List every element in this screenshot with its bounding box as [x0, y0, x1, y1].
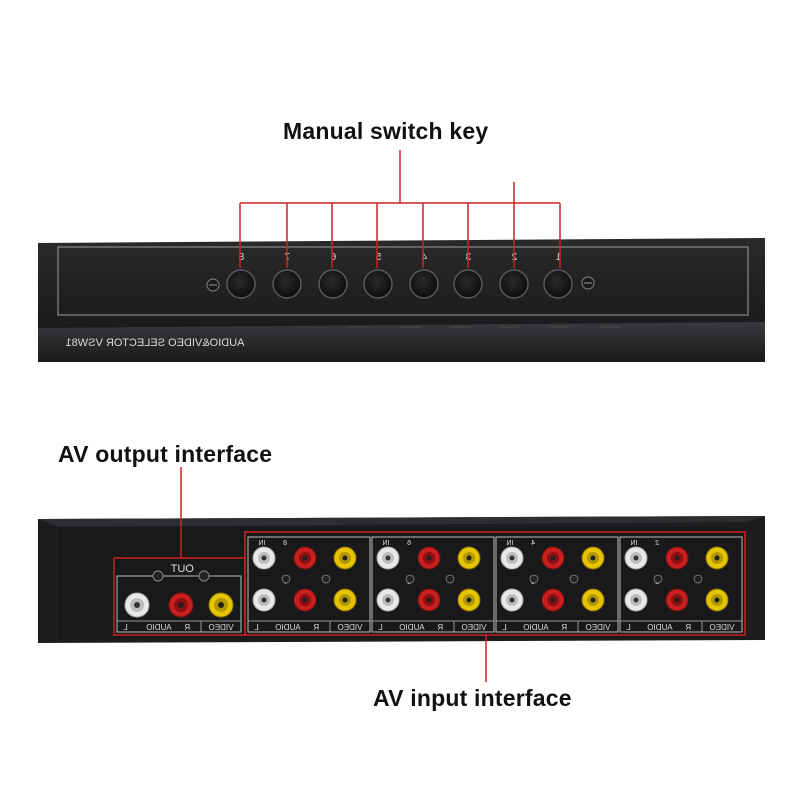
- in-label-group1: IN: [259, 540, 266, 547]
- in-number-2: 2: [655, 540, 659, 547]
- in-jack-red-bottom[interactable]: [293, 588, 317, 612]
- in-label-l: L: [626, 623, 631, 632]
- in-label-video: VIDEO: [338, 623, 363, 632]
- rear-panel-screws: [281, 574, 703, 584]
- in-label-video: VIDEO: [710, 623, 735, 632]
- in-label-r: R: [313, 623, 319, 632]
- out-label-l: L: [123, 623, 128, 632]
- out-jack-audio-l-white[interactable]: [124, 592, 150, 618]
- out-label-r: R: [184, 623, 190, 632]
- in-label-l: L: [378, 623, 383, 632]
- in-label-l: L: [502, 623, 507, 632]
- in-label-video: VIDEO: [586, 623, 611, 632]
- front-screw-left: [206, 278, 220, 292]
- in-jack-white-top[interactable]: [376, 546, 400, 570]
- button-number-1: 1: [555, 252, 561, 263]
- in-label-group2: IN: [383, 540, 390, 547]
- av-output-group: OUT L AUDIO R VIDEO: [116, 563, 242, 633]
- in-jack-yellow-top[interactable]: [457, 546, 481, 570]
- in-jack-yellow-bottom[interactable]: [333, 588, 357, 612]
- switch-button-5[interactable]: [363, 269, 393, 299]
- out-label: OUT: [170, 563, 194, 575]
- in-label-audio: AUDIO: [647, 623, 672, 632]
- in-jack-white-bottom[interactable]: [624, 588, 648, 612]
- in-jack-red-top[interactable]: [665, 546, 689, 570]
- in-jack-yellow-bottom[interactable]: [705, 588, 729, 612]
- switch-button-4[interactable]: [409, 269, 439, 299]
- switch-button-8[interactable]: [226, 269, 256, 299]
- in-jack-white-top[interactable]: [624, 546, 648, 570]
- in-label-r: R: [437, 623, 443, 632]
- in-jack-red-bottom[interactable]: [417, 588, 441, 612]
- switch-button-1[interactable]: [543, 269, 573, 299]
- in-jack-red-bottom[interactable]: [541, 588, 565, 612]
- out-label-audio: AUDIO: [146, 623, 171, 632]
- front-screw-right: [581, 276, 595, 290]
- switch-button-2[interactable]: [499, 269, 529, 299]
- manual-switch-key-label: Manual switch key: [283, 118, 489, 144]
- front-panel: AUDIO&VIDEO SELECTOR VSW81 8 7 6 5 4 3 2…: [38, 238, 765, 362]
- switch-button-3[interactable]: [453, 269, 483, 299]
- in-jack-white-top[interactable]: [252, 546, 276, 570]
- out-screw-right: [198, 570, 210, 582]
- av-input-interface-label: AV input interface: [373, 685, 572, 711]
- in-label-r: R: [561, 623, 567, 632]
- av-input-group-6-5: IN 6 5 L AUDIO R VIDEO: [371, 536, 495, 633]
- in-jack-red-top[interactable]: [293, 546, 317, 570]
- in-jack-red-bottom[interactable]: [665, 588, 689, 612]
- in-label-audio: AUDIO: [399, 623, 424, 632]
- av-input-callout-frame: [244, 531, 746, 682]
- button-number-6: 6: [330, 252, 336, 263]
- button-number-8: 8: [238, 252, 244, 263]
- in-number-6: 6: [407, 540, 411, 547]
- out-jack-audio-r-red[interactable]: [168, 592, 194, 618]
- button-number-5: 5: [375, 252, 381, 263]
- in-label-video: VIDEO: [462, 623, 487, 632]
- out-label-video: VIDEO: [209, 623, 234, 632]
- in-jack-yellow-top[interactable]: [705, 546, 729, 570]
- in-label-audio: AUDIO: [275, 623, 300, 632]
- in-label-group3: IN: [507, 540, 514, 547]
- switch-key-callout-lines: [239, 150, 561, 268]
- in-jack-yellow-top[interactable]: [581, 546, 605, 570]
- in-jack-yellow-top[interactable]: [333, 546, 357, 570]
- in-label-r: R: [685, 623, 691, 632]
- av-output-interface-label: AV output interface: [58, 441, 273, 467]
- in-number-4: 4: [531, 540, 535, 547]
- av-input-group-8-7: IN 8 7 L AUDIO R VIDEO: [247, 536, 371, 633]
- in-label-l: L: [254, 623, 259, 632]
- in-jack-yellow-bottom[interactable]: [581, 588, 605, 612]
- button-number-4: 4: [421, 252, 427, 263]
- in-jack-red-top[interactable]: [417, 546, 441, 570]
- in-jack-yellow-bottom[interactable]: [457, 588, 481, 612]
- out-jack-video-yellow[interactable]: [208, 592, 234, 618]
- in-jack-white-bottom[interactable]: [376, 588, 400, 612]
- in-jack-red-top[interactable]: [541, 546, 565, 570]
- in-number-8: 8: [283, 540, 287, 547]
- av-input-group-4-3: IN 4 3 L AUDIO R VIDEO: [495, 536, 619, 633]
- switch-button-6[interactable]: [318, 269, 348, 299]
- in-jack-white-bottom[interactable]: [252, 588, 276, 612]
- av-input-group-2-1: IN 2 1 L AUDIO R VIDEO: [619, 536, 743, 633]
- out-screw-left: [152, 570, 164, 582]
- in-label-audio: AUDIO: [523, 623, 548, 632]
- front-model-label: AUDIO&VIDEO SELECTOR VSW81: [66, 337, 245, 349]
- in-jack-white-bottom[interactable]: [500, 588, 524, 612]
- switch-button-7[interactable]: [272, 269, 302, 299]
- in-label-group4: IN: [631, 540, 638, 547]
- in-jack-white-top[interactable]: [500, 546, 524, 570]
